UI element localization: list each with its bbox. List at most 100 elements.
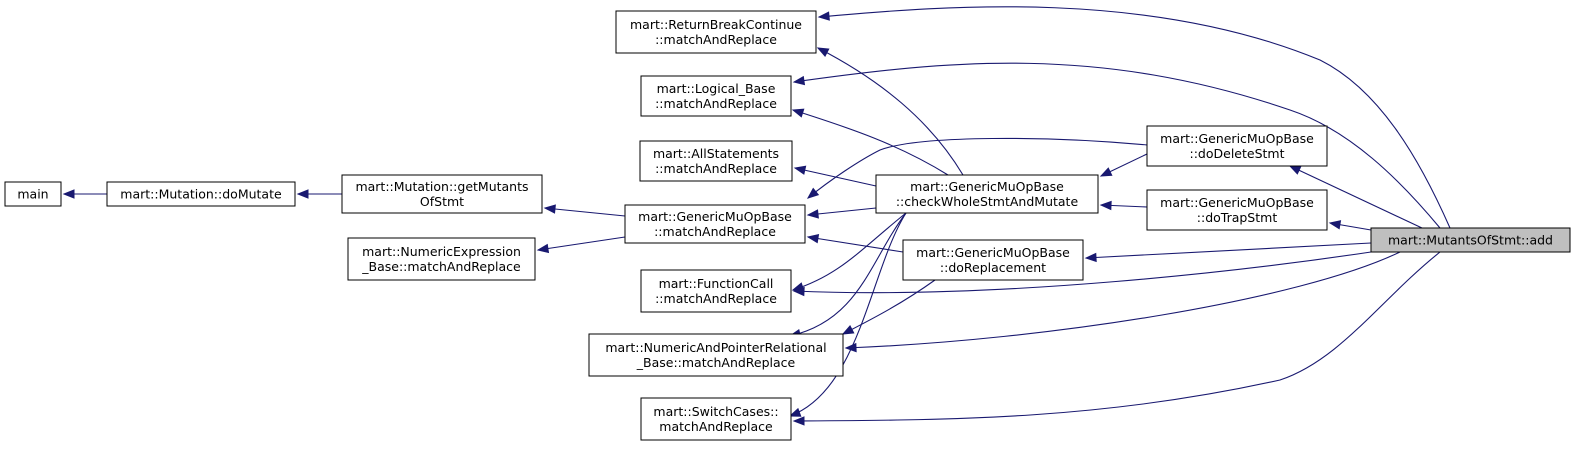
node-box <box>588 333 844 377</box>
arrowhead-doTrap-to-checkWhole <box>1099 200 1112 211</box>
node-label-line: ::matchAndReplace <box>655 96 777 111</box>
edge-doDelete-to-gmoMatch <box>807 137 1148 199</box>
node-box <box>1146 189 1328 231</box>
edge-gmoMatch-to-numExpr <box>537 236 626 251</box>
node-main[interactable]: main <box>4 181 62 207</box>
node-label-line: mart::GenericMuOpBase <box>910 179 1064 194</box>
node-label-line: mart::Logical_Base <box>657 81 776 96</box>
node-box <box>639 140 793 182</box>
node-label-line: mart::NumericExpression <box>362 244 521 259</box>
node-retBreak[interactable]: mart::ReturnBreakContinue::matchAndRepla… <box>615 10 817 54</box>
edge-add-to-doDelete <box>1289 165 1423 229</box>
arrowhead-doDelete-to-checkWhole <box>1099 167 1113 177</box>
node-logical[interactable]: mart::Logical_Base::matchAndReplace <box>640 75 792 117</box>
node-switchCases[interactable]: mart::SwitchCases::matchAndReplace <box>640 397 792 441</box>
arrowhead-doDelete-to-gmoMatch <box>806 187 820 199</box>
node-numPtr[interactable]: mart::NumericAndPointerRelational_Base::… <box>588 333 844 377</box>
node-box <box>106 181 296 207</box>
node-label-line: mart::FunctionCall <box>659 276 774 291</box>
node-label-line: mart::GenericMuOpBase <box>638 209 792 224</box>
arrowhead-gmoMatch-to-getMutants <box>543 204 556 214</box>
node-box <box>640 75 792 117</box>
node-label-line: ::doDeleteStmt <box>1190 146 1285 161</box>
node-label-line: mart::GenericMuOpBase <box>916 245 1070 260</box>
node-doDelete[interactable]: mart::GenericMuOpBase::doDeleteStmt <box>1146 125 1328 167</box>
edge-add-to-numPtr <box>845 251 1401 349</box>
node-box <box>624 204 806 244</box>
arrowhead-add-to-doDelete <box>1288 165 1302 175</box>
edges-layer <box>62 6 1451 426</box>
edge-add-to-funcCall <box>793 251 1372 294</box>
arrowhead-doReplacement-to-gmoMatch <box>806 233 820 244</box>
node-box <box>615 10 817 54</box>
arrowhead-add-to-doReplacement <box>1084 252 1097 263</box>
node-label-line: ::doTrapStmt <box>1197 210 1278 225</box>
node-label-line: _Base::matchAndReplace <box>361 259 521 274</box>
node-label-line: mart::NumericAndPointerRelational <box>605 340 826 355</box>
arrowhead-checkWhole-to-switchCases <box>788 407 802 417</box>
node-box <box>1370 227 1571 253</box>
node-label-line: ::matchAndReplace <box>654 224 776 239</box>
edge-checkWhole-to-numPtr <box>789 212 907 337</box>
edge-checkWhole-to-logical <box>792 109 949 176</box>
arrowhead-add-to-doTrap <box>1328 220 1342 230</box>
node-funcCall[interactable]: mart::FunctionCall::matchAndReplace <box>640 269 792 313</box>
node-label-line: mart::AllStatements <box>653 146 779 161</box>
node-label-line: ::doReplacement <box>940 260 1046 275</box>
edge-doReplacement-to-gmoMatch <box>807 236 904 253</box>
arrowhead-doReplacement-to-numPtr <box>841 324 855 335</box>
arrowhead-checkWhole-to-logical <box>791 108 805 118</box>
node-label-line: ::matchAndReplace <box>655 161 777 176</box>
node-doMutate[interactable]: mart::Mutation::doMutate <box>106 181 296 207</box>
node-label-line: mart::ReturnBreakContinue <box>630 17 802 32</box>
edge-add-to-doReplacement <box>1085 242 1372 259</box>
arrowhead-add-to-funcCall <box>792 286 805 297</box>
node-box <box>347 237 536 281</box>
node-allStmts[interactable]: mart::AllStatements::matchAndReplace <box>639 140 793 182</box>
edge-checkWhole-to-switchCases <box>789 212 907 417</box>
edge-checkWhole-to-retBreak <box>817 47 964 176</box>
node-checkWhole[interactable]: mart::GenericMuOpBase::checkWholeStmtAnd… <box>875 174 1099 214</box>
node-label-line: ::checkWholeStmtAndMutate <box>896 194 1079 209</box>
node-numExpr[interactable]: mart::NumericExpression_Base::matchAndRe… <box>347 237 536 281</box>
node-box <box>875 174 1099 214</box>
node-box <box>902 239 1084 281</box>
node-label-line: mart::Mutation::doMutate <box>120 187 282 202</box>
node-label-line: ::matchAndReplace <box>655 32 777 47</box>
node-label-line: mart::Mutation::getMutants <box>355 179 528 194</box>
nodes-layer: main mart::Mutation::doMutate mart::Mutati… <box>4 10 1571 441</box>
node-label-line: mart::MutantsOfStmt::add <box>1388 233 1553 248</box>
edge-checkWhole-to-funcCall <box>792 212 907 291</box>
edge-checkWhole-to-gmoMatch <box>807 207 877 216</box>
node-box <box>1146 125 1328 167</box>
edge-add-to-logical <box>793 62 1441 229</box>
node-label-line: mart::SwitchCases:: <box>653 404 778 419</box>
arrowhead-add-to-logical <box>792 75 806 86</box>
node-doReplacement[interactable]: mart::GenericMuOpBase::doReplacement <box>902 239 1084 281</box>
arrowhead-getMutants-to-doMutate <box>296 189 309 199</box>
arrowhead-checkWhole-to-retBreak <box>816 47 830 58</box>
node-label-line: OfStmt <box>420 194 464 209</box>
arrowhead-doMutate-to-main <box>62 189 75 199</box>
node-label-line: matchAndReplace <box>659 419 773 434</box>
node-label-line: mart::GenericMuOpBase <box>1160 195 1314 210</box>
edge-add-to-retBreak <box>818 6 1451 229</box>
node-gmoMatch[interactable]: mart::GenericMuOpBase::matchAndReplace <box>624 204 806 244</box>
node-label-line: mart::GenericMuOpBase <box>1160 131 1314 146</box>
arrowhead-checkWhole-to-gmoMatch <box>806 209 819 219</box>
node-label-line: _Base::matchAndReplace <box>636 355 796 370</box>
edge-doReplacement-to-numPtr <box>842 279 936 335</box>
arrowhead-add-to-numPtr <box>844 342 857 353</box>
arrowhead-checkWhole-to-allStmts <box>793 165 807 175</box>
node-box <box>640 269 792 313</box>
arrowhead-add-to-retBreak <box>817 11 830 21</box>
node-label-line: ::matchAndReplace <box>655 291 777 306</box>
arrowhead-add-to-switchCases <box>792 416 805 426</box>
edge-add-to-switchCases <box>793 251 1441 422</box>
arrowhead-gmoMatch-to-numExpr <box>536 243 550 254</box>
node-add[interactable]: mart::MutantsOfStmt::add <box>1370 227 1571 253</box>
node-doTrap[interactable]: mart::GenericMuOpBase::doTrapStmt <box>1146 189 1328 231</box>
node-box <box>640 397 792 441</box>
node-box <box>4 181 62 207</box>
